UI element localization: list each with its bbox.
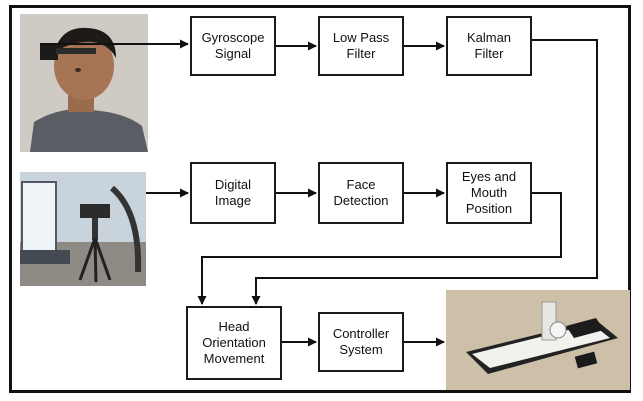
eyes-mouth-position-box: Eyes and Mouth Position [446,162,532,224]
device-photo [446,290,630,390]
digital-image-box: Digital Image [190,162,276,224]
head-orientation-box: Head Orientation Movement [186,306,282,380]
low-pass-filter-box: Low Pass Filter [318,16,404,76]
face-detection-box: Face Detection [318,162,404,224]
person-photo [20,14,148,152]
wire-eyes-to-head [197,192,562,305]
gyroscope-signal-box: Gyroscope Signal [190,16,276,76]
camera-photo [20,172,146,286]
wire-kalman-to-head [251,39,598,305]
kalman-filter-box: Kalman Filter [446,16,532,76]
controller-system-box: Controller System [318,312,404,372]
